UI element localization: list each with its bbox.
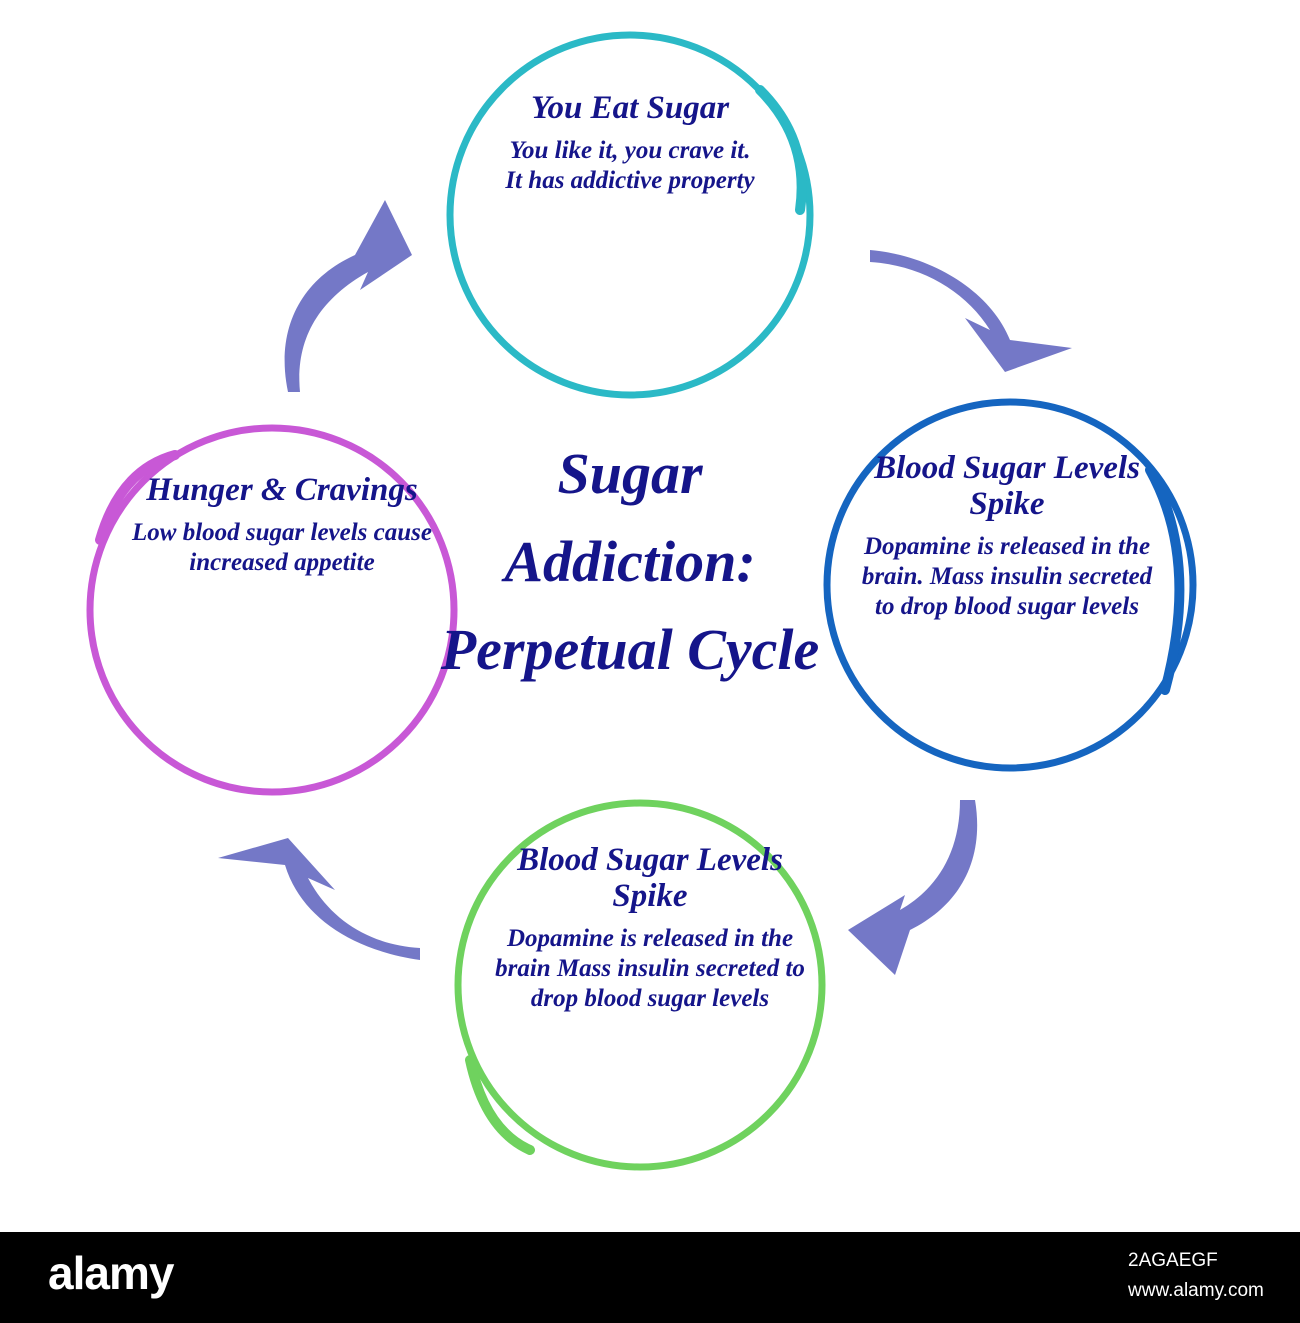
node-right: Blood Sugar Levels Spike Dopamine is rel… <box>852 450 1162 622</box>
site-url: www.alamy.com <box>1128 1280 1264 1301</box>
footer-bar: alamy 2AGAEGF www.alamy.com <box>0 1232 1300 1323</box>
node-description: Dopamine is released in the brain Mass i… <box>495 925 805 1012</box>
curved-arrow-icon <box>218 838 420 960</box>
node-bottom: Blood Sugar Levels Spike Dopamine is rel… <box>490 842 810 1014</box>
node-circle-top <box>446 31 814 399</box>
curved-arrow-icon <box>284 200 412 392</box>
node-title: Hunger & Cravings <box>146 472 418 508</box>
node-description: Low blood sugar levels cause increased a… <box>132 519 432 576</box>
node-left: Hunger & Cravings Low blood sugar levels… <box>132 472 432 578</box>
node-description: Dopamine is released in the brain. Mass … <box>861 533 1153 620</box>
node-circle-right <box>823 398 1197 772</box>
node-title: Blood Sugar Levels Spike <box>517 842 783 914</box>
curved-arrow-icon <box>848 800 978 975</box>
image-id: 2AGAEGF <box>1128 1250 1218 1271</box>
node-circle-bottom <box>454 799 826 1171</box>
diagram-title: Sugar Addiction: Perpetual Cycle <box>440 441 820 682</box>
node-title: You Eat Sugar <box>530 90 730 126</box>
node-top: You Eat Sugar You like it, you crave it.… <box>500 90 760 196</box>
node-description: You like it, you crave it. It has addict… <box>505 137 755 194</box>
node-title: Blood Sugar Levels Spike <box>874 450 1140 522</box>
brand-logo: alamy <box>48 1247 174 1299</box>
curved-arrow-icon <box>870 250 1072 372</box>
node-circle-left <box>86 424 458 796</box>
diagram-canvas <box>86 31 1197 1171</box>
